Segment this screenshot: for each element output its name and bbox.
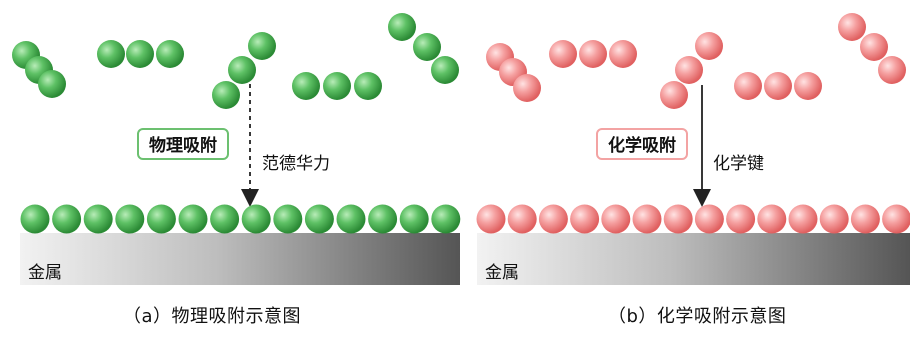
gas-molecule [734, 72, 762, 100]
adsorbed-molecule [538, 204, 568, 234]
gas-molecule [838, 13, 866, 41]
gas-molecule [413, 33, 441, 61]
gas-molecule [323, 72, 351, 100]
gas-molecule [212, 81, 240, 109]
adsorbed-molecule [115, 204, 145, 234]
gas-molecule [860, 33, 888, 61]
adsorbed-molecule [83, 204, 113, 234]
chemical-bond-label: 化学键 [713, 154, 764, 174]
adsorbed-molecule [476, 204, 506, 234]
molecules-chemical [486, 13, 906, 109]
adsorbed-molecule [304, 204, 334, 234]
adsorbed-molecule [20, 204, 50, 234]
adsorbed-molecule [52, 204, 82, 234]
adsorbed-molecule [336, 204, 366, 234]
gas-molecule [388, 13, 416, 41]
adsorbed-molecule [146, 204, 176, 234]
gas-molecule [579, 40, 607, 68]
gas-molecule [248, 32, 276, 60]
adsorbed-molecule [210, 204, 240, 234]
gas-molecule [97, 40, 125, 68]
metal-label-b: 金属 [485, 263, 519, 283]
metal-plate-b [477, 233, 910, 285]
gas-molecule [878, 56, 906, 84]
adsorbed-molecule [570, 204, 600, 234]
adsorbed-molecule [273, 204, 303, 234]
adsorbed-molecule [850, 204, 880, 234]
gas-molecule [660, 81, 688, 109]
caption-a: （a）物理吸附示意图 [123, 306, 302, 327]
adsorbed-molecule [368, 204, 398, 234]
gas-molecule [292, 72, 320, 100]
adsorbed-molecule [399, 204, 429, 234]
chemical-adsorption-label: 化学吸附 [596, 128, 688, 160]
molecules-physical [12, 13, 459, 109]
gas-molecule [38, 70, 66, 98]
adsorbed-molecule [241, 204, 271, 234]
adsorbed-molecule [757, 204, 787, 234]
gas-molecule [695, 32, 723, 60]
gas-molecule [794, 72, 822, 100]
gas-molecule [354, 72, 382, 100]
adsorbed-molecule [507, 204, 537, 234]
adsorbed-molecule [788, 204, 818, 234]
metal-label-a: 金属 [28, 263, 62, 283]
adsorbed-molecule [726, 204, 756, 234]
adsorbed-layer-chemical [476, 204, 910, 234]
adsorbed-molecule [431, 204, 461, 234]
gas-molecule [126, 40, 154, 68]
physical-adsorption-label: 物理吸附 [137, 128, 229, 160]
van-der-waals-force-label: 范德华力 [262, 154, 330, 174]
gas-molecule [156, 40, 184, 68]
adsorbed-molecule [819, 204, 849, 234]
adsorbed-molecule [694, 204, 724, 234]
caption-b: （b）化学吸附示意图 [608, 306, 787, 327]
gas-molecule [764, 72, 792, 100]
metal-plate-a [20, 233, 460, 285]
adsorbed-molecule [663, 204, 693, 234]
gas-molecule [228, 56, 256, 84]
gas-molecule [513, 74, 541, 102]
gas-molecule [549, 40, 577, 68]
adsorbed-molecule [178, 204, 208, 234]
gas-molecule [431, 56, 459, 84]
adsorbed-molecule [882, 204, 910, 234]
adsorbed-molecule [632, 204, 662, 234]
adsorbed-layer-physical [20, 204, 461, 234]
gas-molecule [675, 56, 703, 84]
gas-molecule [609, 40, 637, 68]
adsorbed-molecule [601, 204, 631, 234]
